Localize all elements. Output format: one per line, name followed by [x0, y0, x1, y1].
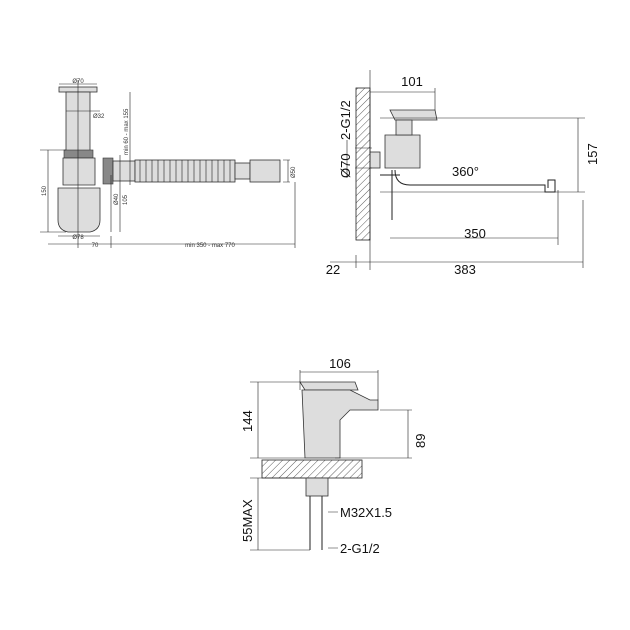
siphon-end-diameter: Ø50	[291, 166, 297, 178]
siphon-pipe-diameter: Ø32	[93, 114, 105, 120]
faucet-spout	[394, 169, 556, 193]
siphon-cup	[57, 187, 101, 233]
siphon-height-range: min 60 - max 155	[124, 108, 130, 155]
siphon-length-range: min 350 - max 770	[185, 243, 235, 249]
basin-faucet-width: 106	[329, 356, 351, 371]
basin-handle	[299, 381, 359, 391]
wall-faucet-rotation: 360°	[452, 164, 479, 179]
outlet-pipe	[112, 160, 136, 182]
basin-faucet-thread: M32X1.5	[340, 505, 392, 520]
basin-faucet-spout-height: 89	[413, 434, 428, 448]
siphon-outlet-diameter: Ø40	[114, 193, 120, 205]
wall-faucet-body-width: 101	[401, 74, 423, 89]
siphon-bottom-diameter: Ø78	[72, 235, 84, 241]
wall-faucet-flange: Ø70	[338, 153, 353, 178]
wall-faucet-height: 157	[585, 143, 600, 165]
siphon-nut	[63, 149, 94, 159]
basin-shank	[305, 477, 329, 497]
siphon-drawing: Ø70 Ø32 min 60 - max 155 150 Ø40 105 Ø50…	[40, 79, 297, 249]
supply-hoses	[309, 496, 323, 550]
basin-body	[301, 389, 379, 459]
faucet-handle	[389, 109, 438, 121]
basin-faucet-connection: 2-G1/2	[340, 541, 380, 556]
end-socket	[249, 159, 281, 183]
wall-faucet-wall-offset: 22	[326, 262, 340, 277]
wall-faucet-connection: 2-G1/2	[338, 100, 353, 140]
faucet-body	[384, 134, 421, 169]
wall-faucet-total-length: 383	[454, 262, 476, 277]
wall-faucet-drawing: 101 2-G1/2 Ø70 157 360° 350 22 383	[326, 70, 600, 277]
countertop	[261, 459, 363, 479]
siphon-top-diameter: Ø70	[72, 79, 84, 85]
basin-faucet-drawing: 106 144 89 55MAX M32X1.5 2-G1/2	[240, 356, 428, 556]
siphon-body	[62, 157, 96, 186]
basin-faucet-max-thickness: 55MAX	[240, 499, 255, 542]
corrugated-hose	[134, 159, 236, 183]
siphon-outlet-height: 105	[123, 194, 129, 205]
wall	[355, 87, 371, 241]
siphon-offset: 70	[92, 243, 99, 249]
siphon-height: 150	[42, 185, 48, 196]
wall-faucet-spout-length: 350	[464, 226, 486, 241]
outlet-nut	[102, 157, 114, 185]
basin-faucet-height: 144	[240, 410, 255, 432]
